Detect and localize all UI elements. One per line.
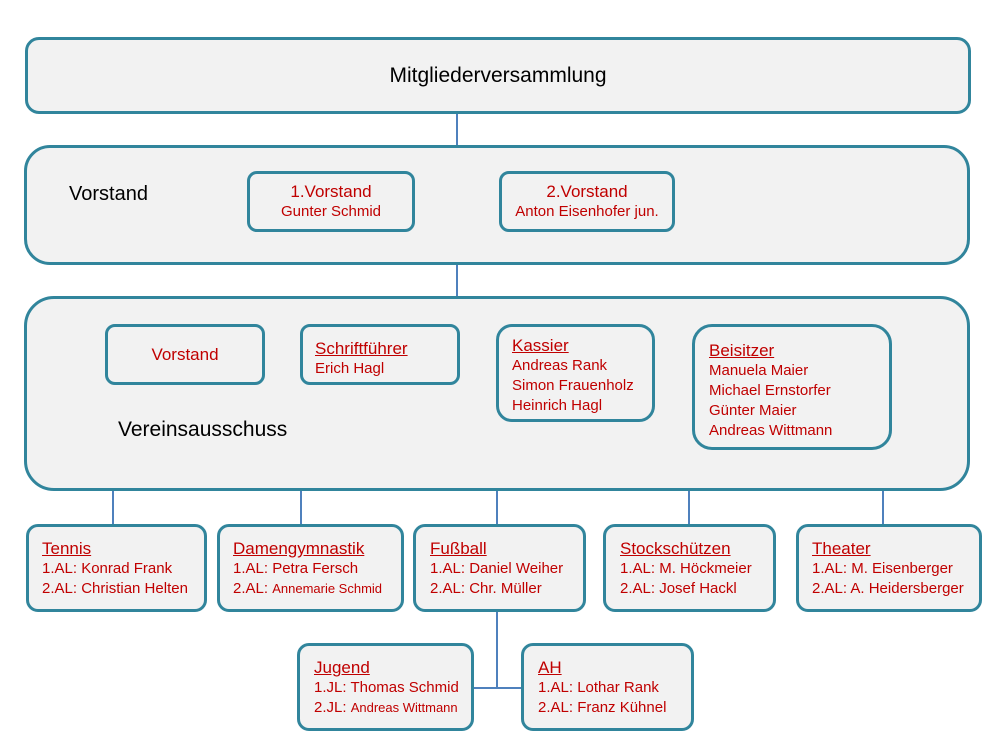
beisitzer-name: Manuela Maier [709, 362, 809, 379]
fussball-al2-name: Chr. Müller [469, 580, 542, 597]
vereinsausschuss-title: Vereinsausschuss [118, 418, 288, 441]
stockschuetzen-title: Stockschützen [620, 539, 731, 558]
vorstand-panel-title: Vorstand [69, 183, 148, 205]
theater-box: Theater 1.AL: M. Eisenberger 2.AL: A. He… [796, 524, 982, 612]
jugend-l2-prefix: 2.JL: [314, 699, 347, 716]
tennis-al1-name: Konrad Frank [81, 560, 173, 577]
theater-al1-name: M. Eisenberger [851, 560, 953, 577]
theater-al2-prefix: 2.AL: [812, 580, 848, 597]
tennis-al1-prefix: 1.AL: [42, 560, 78, 577]
beisitzer-title: Beisitzer [709, 341, 775, 360]
theater-title: Theater [812, 539, 871, 558]
first-vorstand-box: 1.Vorstand Gunter Schmid [247, 171, 415, 232]
second-vorstand-title: 2.Vorstand [546, 182, 628, 201]
tennis-title: Tennis [42, 539, 92, 558]
jugend-box: Jugend 1.JL: Thomas Schmid 2.JL: Andreas… [297, 643, 474, 731]
beisitzer-name: Günter Maier [709, 402, 797, 419]
stock-al2-name: Josef Hackl [659, 580, 737, 597]
first-vorstand-name: Gunter Schmid [280, 203, 382, 220]
kassier-title: Kassier [512, 336, 569, 355]
jugend-l2-name: Andreas Wittmann [350, 700, 458, 715]
kassier-name: Simon Frauenholz [512, 377, 634, 394]
ah-title: AH [538, 658, 562, 677]
ausschuss-vorstand-box: Vorstand [105, 324, 265, 385]
stockschuetzen-box: Stockschützen 1.AL: M. Höckmeier 2.AL: J… [603, 524, 776, 612]
tennis-al2-prefix: 2.AL: [42, 580, 78, 597]
first-vorstand-title: 1.Vorstand [290, 182, 372, 201]
jugend-l1-name: Thomas Schmid [350, 679, 459, 696]
damen-al1-name: Petra Fersch [272, 560, 359, 577]
mitgliederversammlung-title: Mitgliederversammlung [389, 63, 607, 87]
second-vorstand-name: Anton Eisenhofer jun. [515, 203, 659, 220]
kassier-box: Kassier Andreas Rank Simon Frauenholz He… [496, 324, 655, 422]
fussball-title: Fußball [430, 539, 487, 558]
stock-al1-name: M. Höckmeier [659, 560, 752, 577]
kassier-name: Heinrich Hagl [512, 397, 603, 414]
schriftfuehrer-name: Erich Hagl [315, 360, 385, 377]
damen-al2-name: Annemarie Schmid [272, 581, 383, 596]
theater-al1-prefix: 1.AL: [812, 560, 848, 577]
beisitzer-name: Andreas Wittmann [709, 422, 833, 439]
damen-al1-prefix: 1.AL: [233, 560, 269, 577]
stock-al2-prefix: 2.AL: [620, 580, 656, 597]
schriftfuehrer-title: Schriftführer [315, 339, 408, 358]
damengymnastik-box: Damengymnastik 1.AL: Petra Fersch 2.AL: … [217, 524, 404, 612]
fussball-al2-prefix: 2.AL: [430, 580, 466, 597]
second-vorstand-box: 2.Vorstand Anton Eisenhofer jun. [499, 171, 675, 232]
fussball-box: Fußball 1.AL: Daniel Weiher 2.AL: Chr. M… [413, 524, 586, 612]
beisitzer-name: Michael Ernstorfer [709, 382, 831, 399]
ausschuss-vorstand-title: Vorstand [151, 344, 219, 364]
fussball-al1-name: Daniel Weiher [469, 560, 564, 577]
jugend-title: Jugend [314, 658, 370, 677]
damen-al2-prefix: 2.AL: [233, 580, 269, 597]
ah-l1-prefix: 1.AL: [538, 679, 574, 696]
jugend-l1-prefix: 1.JL: [314, 679, 347, 696]
ah-l2-prefix: 2.AL: [538, 699, 574, 716]
schriftfuehrer-box: Schriftführer Erich Hagl [300, 324, 460, 385]
tennis-box: Tennis 1.AL: Konrad Frank 2.AL: Christia… [26, 524, 207, 612]
beisitzer-box: Beisitzer Manuela Maier Michael Ernstorf… [692, 324, 892, 450]
fussball-al1-prefix: 1.AL: [430, 560, 466, 577]
damengymnastik-title: Damengymnastik [233, 539, 365, 558]
kassier-name: Andreas Rank [512, 357, 608, 374]
mitgliederversammlung-box: Mitgliederversammlung [25, 37, 971, 114]
vorstand-panel [24, 145, 970, 265]
ah-l1-name: Lothar Rank [577, 679, 659, 696]
stock-al1-prefix: 1.AL: [620, 560, 656, 577]
theater-al2-name: A. Heidersberger [850, 580, 964, 597]
ah-l2-name: Franz Kühnel [577, 699, 667, 716]
ah-box: AH 1.AL: Lothar Rank 2.AL: Franz Kühnel [521, 643, 694, 731]
tennis-al2-name: Christian Helten [81, 580, 188, 597]
